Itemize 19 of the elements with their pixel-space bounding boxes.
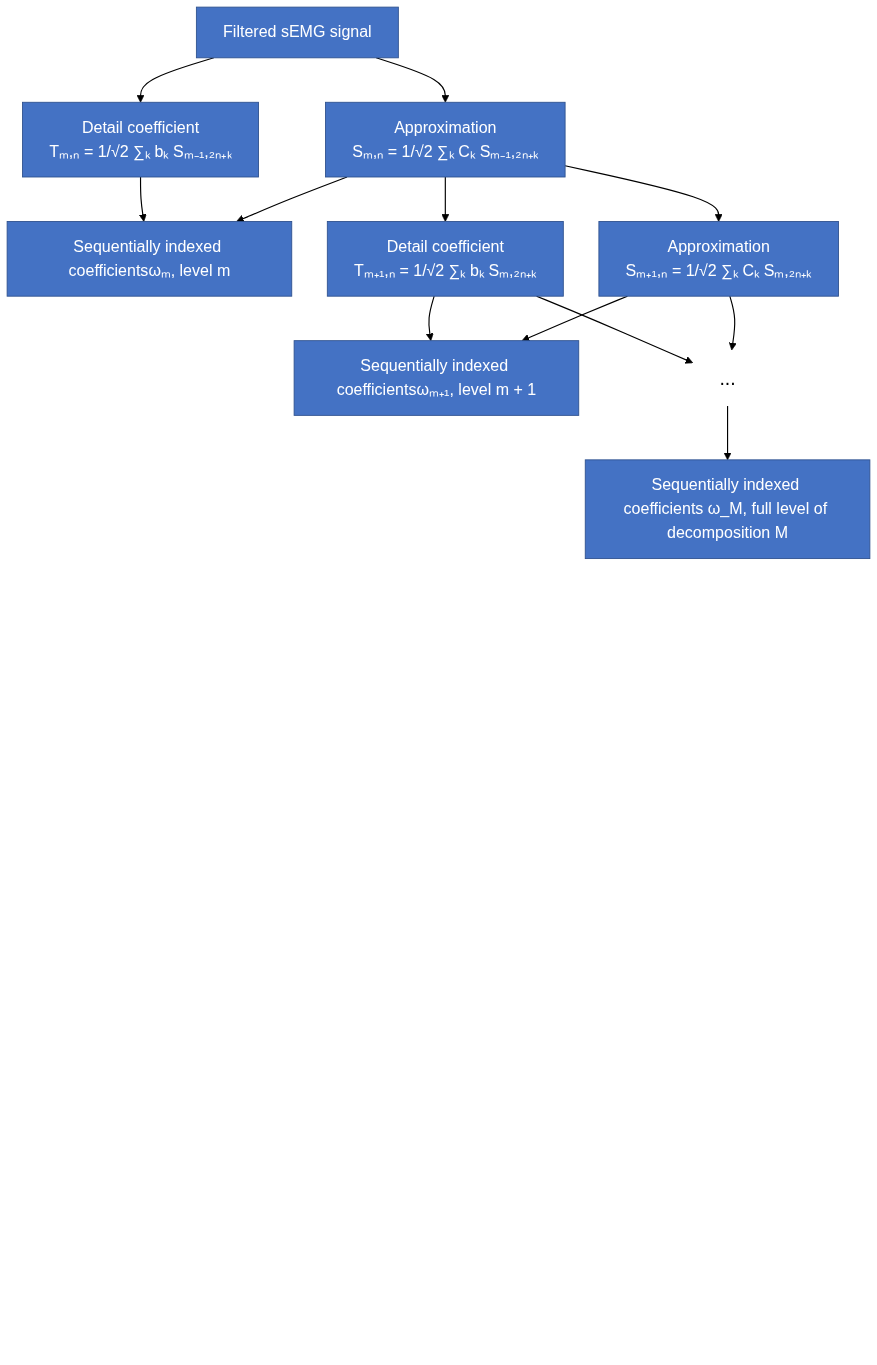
arrow — [536, 295, 694, 364]
node-box: Sequentially indexed coefficientsωₘ, level m — [6, 221, 293, 297]
arrow — [138, 176, 147, 222]
arrow — [136, 57, 215, 103]
node-box: Approximation Sₘ,ₙ = 1/√2 ∑ₖ Cₖ Sₘ₋₁,₂ₙ₊ₖ — [325, 101, 566, 178]
node-box: Sequentially indexed coefficients ω_M, full level of decomposition M — [584, 459, 871, 559]
arrow — [425, 295, 435, 341]
arrow — [728, 295, 737, 351]
arrow — [723, 405, 732, 461]
arrow — [564, 165, 723, 222]
node-box: Sequentially indexed coefficientsωₘ₊₁, level m + 1 — [293, 340, 580, 416]
arrow — [375, 57, 450, 103]
arrow — [521, 295, 628, 342]
node-box: Filtered sEMG signal — [195, 6, 399, 59]
node-text: ... — [719, 366, 736, 390]
arrow — [441, 176, 450, 222]
node-box: Detail coefficient Tₘ,ₙ = 1/√2 ∑ₖ bₖ Sₘ₋₁,₂ₙ₊ₖ — [22, 101, 259, 178]
node-box: Detail coefficient Tₘ₊₁,ₙ = 1/√2 ∑ₖ bₖ Sₘ,₂ₙ₊ₖ — [326, 221, 564, 297]
node-box: Approximation Sₘ₊₁,ₙ = 1/√2 ∑ₖ Cₖ Sₘ,₂ₙ₊ₖ — [598, 221, 839, 297]
